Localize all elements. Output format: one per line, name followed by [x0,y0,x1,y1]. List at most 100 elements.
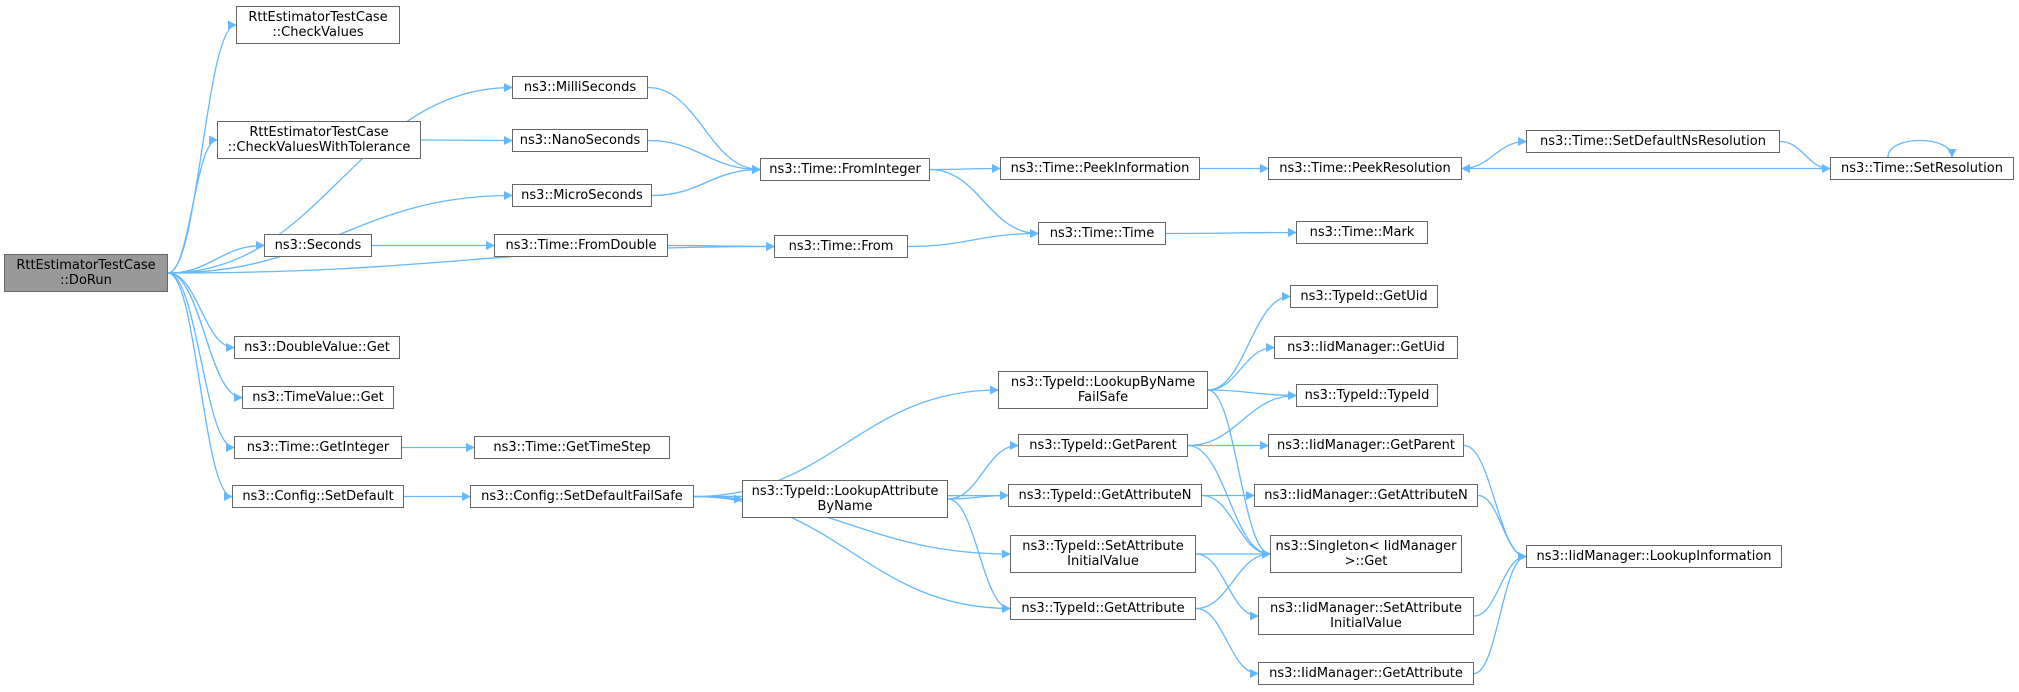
node-label: ns3::TypeId::TypeId [1304,388,1430,403]
edge-root-to-configsetdefault [167,272,233,501]
node-label: ns3::NanoSeconds [519,133,641,148]
node-label: ns3::MilliSeconds [523,80,637,95]
node-ns3-seconds[interactable]: ns3::Seconds [264,234,372,257]
node-ns3-singleton-iidmanager-get[interactable]: ns3::Singleton< IidManager >::Get [1270,535,1462,573]
node-label: ns3::TypeId::GetAttribute [1021,601,1185,616]
node-ns3-iidmanager-getattribute[interactable]: ns3::IidManager::GetAttribute [1258,662,1474,685]
node-label-line-2: InitialValue [1067,554,1139,569]
node-rttestimatortestcase-checkvalueswithtolerance[interactable]: RttEstimatorTestCase ::CheckValuesWithTo… [217,121,421,159]
node-label-line-2: FailSafe [1077,390,1129,405]
node-ns3-time-setdefaultnsresolution[interactable]: ns3::Time::SetDefaultNsResolution [1526,130,1780,153]
edge-frominteger-to-time [929,168,1039,239]
edge-root-to-from [167,241,775,274]
node-label: ns3::Time::PeekResolution [1279,161,1451,176]
node-ns3-iidmanager-getattributen[interactable]: ns3::IidManager::GetAttributeN [1254,484,1478,507]
edge-from-to-time [907,228,1039,248]
node-ns3-config-setdefault[interactable]: ns3::Config::SetDefault [232,485,404,508]
node-label: ns3::MicroSeconds [521,188,643,203]
node-ns3-iidmanager-setattributeinitialvalue[interactable]: ns3::IidManager::SetAttribute InitialVal… [1258,597,1474,635]
node-ns3-typeid-lookupbynamefailsafe[interactable]: ns3::TypeId::LookupByName FailSafe [998,371,1208,409]
node-label: ns3::Time::SetDefaultNsResolution [1540,134,1766,149]
node-ns3-nanoseconds[interactable]: ns3::NanoSeconds [512,129,648,152]
node-ns3-time-frominteger[interactable]: ns3::Time::FromInteger [760,158,930,181]
node-label: ns3::TypeId::GetParent [1029,438,1177,453]
edge-lookupattributebyname-to-getparent [947,440,1019,500]
node-label: ns3::DoubleValue::Get [244,340,390,355]
node-label: ns3::IidManager::GetAttribute [1269,666,1463,681]
node-ns3-time-peekinformation[interactable]: ns3::Time::PeekInformation [1000,157,1200,180]
node-label: ns3::IidManager::GetParent [1276,438,1456,453]
node-ns3-time-time[interactable]: ns3::Time::Time [1038,222,1166,245]
node-label: ns3::Config::SetDefault [242,489,394,504]
node-label: ns3::TypeId::GetUid [1300,289,1428,304]
edge-lookupbynamefailsafe-to-typeid [1207,389,1297,401]
node-ns3-typeid-getuid[interactable]: ns3::TypeId::GetUid [1290,285,1438,308]
edge-iidgetattribute-to-lookupinformation [1473,551,1527,675]
edge-root-to-timevalueget [167,272,243,403]
node-ns3-microseconds[interactable]: ns3::MicroSeconds [512,184,652,207]
node-label: ns3::Time::SetResolution [1841,161,2003,176]
node-label: ns3::Time::FromInteger [769,162,921,177]
node-label: ns3::Config::SetDefaultFailSafe [481,489,683,504]
edge-setattributeinitialvalue-to-iidsetattributeinitialvalue [1195,553,1259,621]
node-rttestimatortestcase-checkvalues[interactable]: RttEstimatorTestCase ::CheckValues [236,6,400,44]
edge-getattributen-to-singletonget [1201,494,1271,559]
node-label: ns3::Time::Time [1049,226,1155,241]
node-ns3-typeid-setattributeinitialvalue[interactable]: ns3::TypeId::SetAttribute InitialValue [1010,535,1196,573]
node-ns3-doublevalue-get[interactable]: ns3::DoubleValue::Get [234,336,400,359]
node-ns3-timevalue-get[interactable]: ns3::TimeValue::Get [242,386,394,409]
node-ns3-time-from[interactable]: ns3::Time::From [774,235,908,258]
edge-fromdouble-to-from [667,241,775,252]
edge-setdefaultnsres-to-setresolution [1779,140,1831,174]
node-ns3-typeid-typeid[interactable]: ns3::TypeId::TypeId [1296,384,1438,407]
node-label-line-2: ByName [817,499,873,514]
node-ns3-typeid-getparent[interactable]: ns3::TypeId::GetParent [1018,434,1188,457]
edge-getattribute-to-singletonget [1195,549,1271,610]
node-label-line-1: ns3::TypeId::LookupAttribute [751,484,939,499]
node-label: ns3::TimeValue::Get [252,390,384,405]
node-label-line-1: ns3::TypeId::LookupByName [1010,375,1196,390]
node-ns3-config-setdefaultfailsafe[interactable]: ns3::Config::SetDefaultFailSafe [470,485,694,508]
node-label: ns3::Time::PeekInformation [1010,161,1190,176]
node-ns3-time-gettimestep[interactable]: ns3::Time::GetTimeStep [474,436,670,459]
edge-root-to-getinteger [167,272,235,453]
node-label: ns3::IidManager::GetUid [1287,340,1445,355]
node-label: ns3::Time::GetInteger [246,440,390,455]
node-ns3-typeid-lookupattributebyname[interactable]: ns3::TypeId::LookupAttribute ByName [742,480,948,518]
node-ns3-time-fromdouble[interactable]: ns3::Time::FromDouble [494,234,668,257]
edge-milliseconds-to-frominteger [647,86,761,175]
edge-root-to-seconds [167,240,265,274]
node-ns3-time-mark[interactable]: ns3::Time::Mark [1296,221,1428,244]
node-label-line-1: RttEstimatorTestCase [16,258,156,273]
node-ns3-typeid-getattributen[interactable]: ns3::TypeId::GetAttributeN [1008,484,1202,507]
node-ns3-time-getinteger[interactable]: ns3::Time::GetInteger [234,436,402,459]
edge-getparent-to-typeid [1187,390,1297,447]
node-label-line-2: InitialValue [1330,616,1402,631]
edge-lookupbynamefailsafe-to-iidgetuid [1207,342,1275,391]
node-label: ns3::IidManager::GetAttributeN [1264,488,1468,503]
node-ns3-iidmanager-getuid[interactable]: ns3::IidManager::GetUid [1274,336,1458,359]
node-ns3-typeid-getattribute[interactable]: ns3::TypeId::GetAttribute [1010,597,1196,620]
node-label: ns3::Time::FromDouble [505,238,657,253]
edge-getparent-to-singletonget [1187,444,1271,559]
node-ns3-time-setresolution[interactable]: ns3::Time::SetResolution [1830,157,2014,180]
node-ns3-iidmanager-getparent[interactable]: ns3::IidManager::GetParent [1268,434,1464,457]
node-ns3-milliseconds[interactable]: ns3::MilliSeconds [512,76,648,99]
edge-lookupattributebyname-to-getattributen [947,490,1009,501]
node-label: ns3::Time::From [788,239,894,254]
node-label: ns3::Seconds [274,238,362,253]
edge-root-to-checkvalueswithtol [167,135,218,274]
node-label: ns3::TypeId::GetAttributeN [1018,488,1192,503]
edge-lookupbynamefailsafe-to-singletonget [1207,389,1271,559]
node-label: ns3::IidManager::LookupInformation [1536,549,1772,564]
node-ns3-iidmanager-lookupinformation[interactable]: ns3::IidManager::LookupInformation [1526,545,1782,568]
node-label: ns3::Time::GetTimeStep [493,440,651,455]
edge-lookupbynamefailsafe-to-getuid [1207,291,1291,391]
edge-setresolution-to-setresolution [1887,139,1957,158]
node-label-line-2: ::DoRun [60,273,112,288]
edge-getattribute-to-iidgetattribute [1195,607,1259,679]
node-label-line-1: RttEstimatorTestCase [248,10,388,25]
node-label-line-2: >::Get [1344,554,1388,569]
node-ns3-time-peekresolution[interactable]: ns3::Time::PeekResolution [1268,157,1462,180]
